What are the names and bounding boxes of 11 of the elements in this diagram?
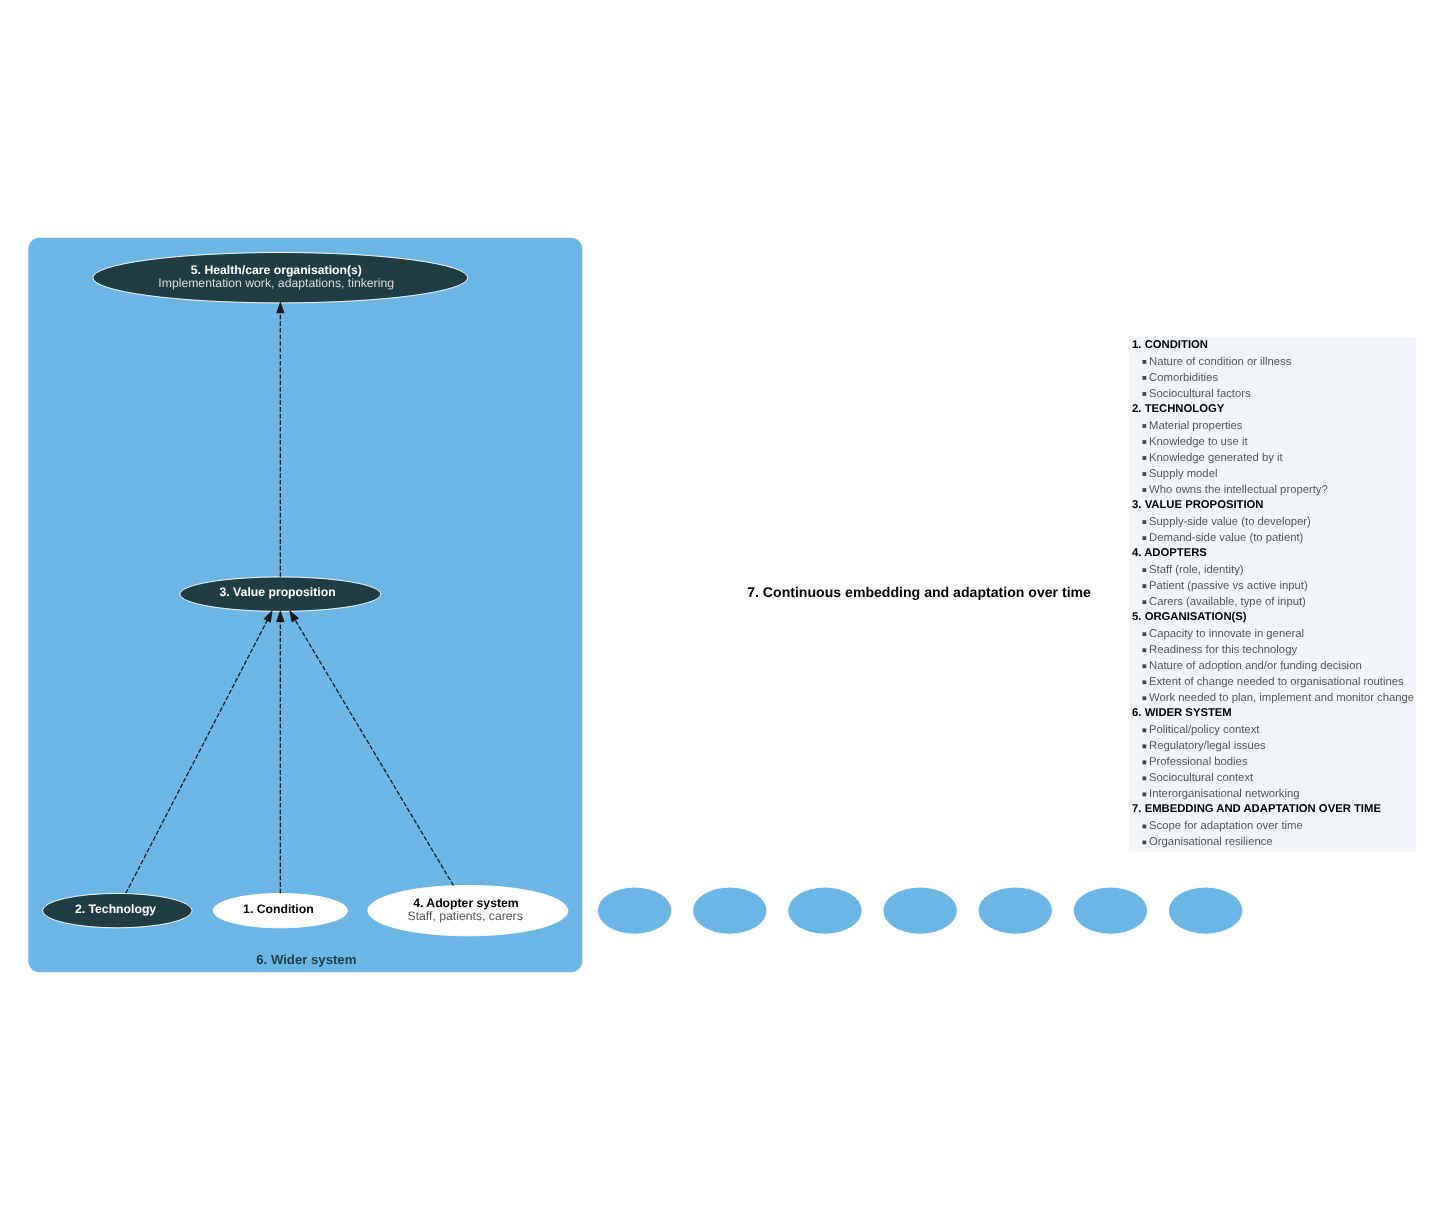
node-ellipse [977, 886, 1053, 935]
arrow [276, 609, 285, 894]
node-ellipse [1167, 886, 1244, 935]
node-ellipse [596, 886, 673, 935]
node-ellipse [882, 886, 958, 935]
node-ellipse [692, 886, 768, 935]
node-ellipse [787, 886, 863, 935]
arrow [125, 610, 273, 894]
node-ellipse [1072, 886, 1149, 935]
arrow [289, 610, 455, 887]
arrow [276, 301, 285, 578]
